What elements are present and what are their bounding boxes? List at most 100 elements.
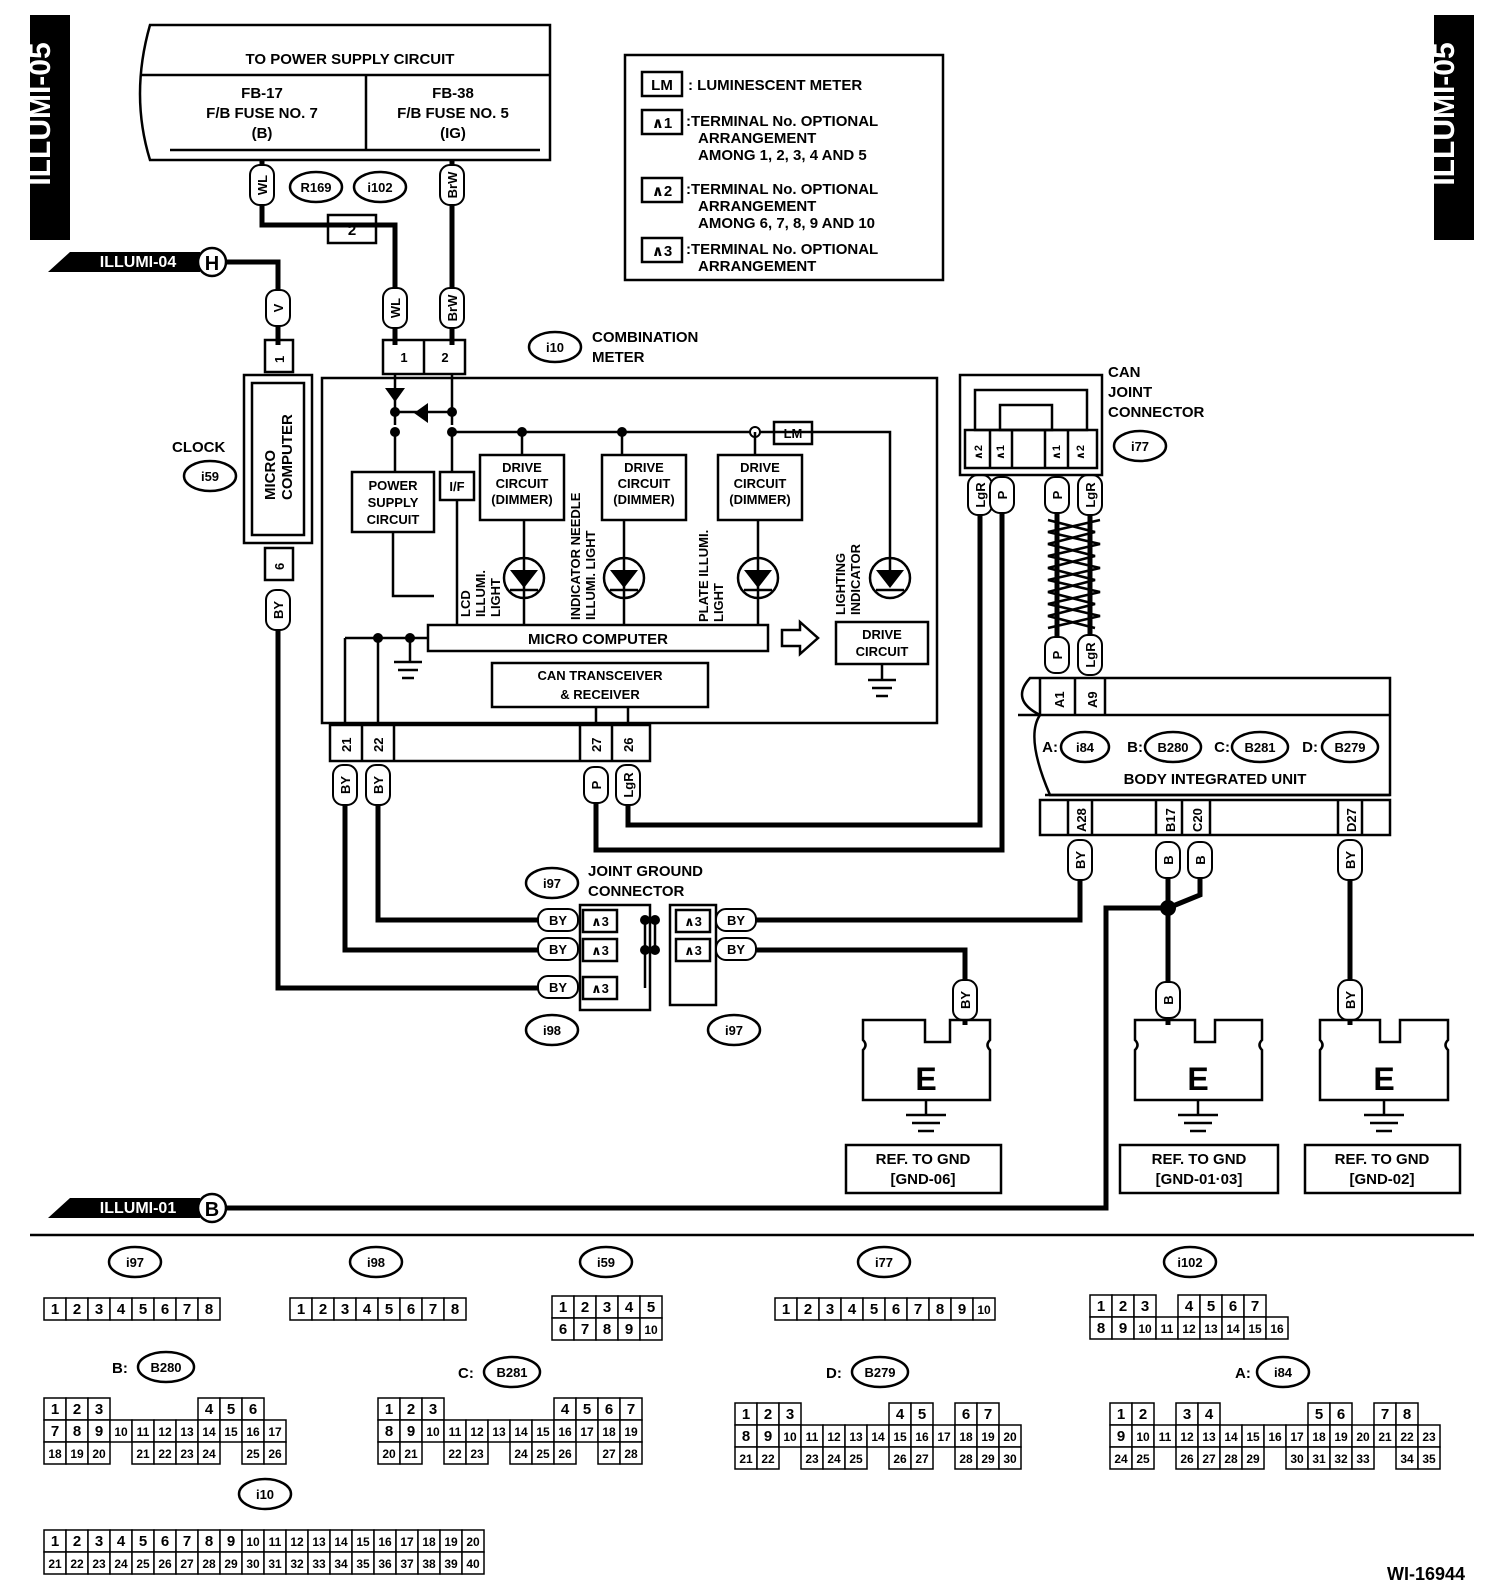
pin-cell bbox=[197, 1441, 221, 1465]
pin-number: 1 bbox=[1117, 1406, 1125, 1423]
pin-number: 29 bbox=[981, 1452, 995, 1466]
pin-number: 30 bbox=[246, 1557, 260, 1571]
pin-number: 17 bbox=[400, 1535, 414, 1549]
pin-cell bbox=[998, 1446, 1022, 1470]
pin-number: 40 bbox=[466, 1557, 480, 1571]
pin-number: 22 bbox=[70, 1557, 84, 1571]
pin-number: 21 bbox=[404, 1447, 418, 1461]
pin-number: 11 bbox=[269, 1535, 282, 1549]
svg-text:BrW: BrW bbox=[445, 171, 460, 198]
svg-text:SUPPLY: SUPPLY bbox=[368, 495, 419, 510]
svg-text:BY: BY bbox=[271, 601, 286, 619]
pin-number: 16 bbox=[246, 1425, 260, 1439]
pin-cell bbox=[1265, 1316, 1289, 1340]
pin-cell bbox=[639, 1317, 663, 1341]
svg-text:1: 1 bbox=[272, 356, 287, 363]
pin-number: 11 bbox=[137, 1425, 150, 1439]
pin-number: 2 bbox=[73, 1401, 81, 1418]
svg-text:JOINT: JOINT bbox=[1108, 384, 1152, 401]
svg-text:BY: BY bbox=[338, 776, 353, 794]
svg-text:E: E bbox=[1187, 1061, 1208, 1097]
svg-text:C:: C: bbox=[1214, 739, 1230, 756]
pin-number: 15 bbox=[536, 1425, 550, 1439]
pin-number: 8 bbox=[451, 1301, 459, 1318]
ground-terminal-2: E REF. TO GND [GND-01·03] bbox=[1118, 1018, 1280, 1195]
pin-number: 20 bbox=[382, 1447, 396, 1461]
led-icon bbox=[736, 556, 780, 600]
pin-number: 17 bbox=[937, 1430, 951, 1444]
pin-number: 6 bbox=[605, 1401, 613, 1418]
pin-number: 9 bbox=[227, 1533, 235, 1550]
biu-title: BODY INTEGRATED UNIT bbox=[1124, 771, 1307, 788]
pin-number: 25 bbox=[536, 1447, 550, 1461]
svg-text:∧1: ∧1 bbox=[995, 445, 1007, 460]
pin-number: 25 bbox=[1136, 1452, 1150, 1466]
svg-text:FB-17: FB-17 bbox=[241, 85, 283, 102]
pin-number: 1 bbox=[51, 1533, 59, 1550]
side-tab-right: ILLUMI-05 bbox=[1428, 15, 1474, 240]
svg-text:(DIMMER): (DIMMER) bbox=[491, 492, 552, 507]
pin-number: 24 bbox=[114, 1557, 128, 1571]
pin-number: 30 bbox=[1290, 1452, 1304, 1466]
svg-text:[GND-01·03]: [GND-01·03] bbox=[1156, 1171, 1243, 1188]
pin-number: 8 bbox=[742, 1428, 750, 1445]
pin-number: 32 bbox=[1334, 1452, 1348, 1466]
svg-text:∧2: ∧2 bbox=[652, 183, 673, 200]
pin-number: 10 bbox=[426, 1425, 440, 1439]
pin-number: 15 bbox=[893, 1430, 907, 1444]
offpage-illumi-04[interactable]: ILLUMI-04 H bbox=[48, 246, 228, 278]
pin-number: 11 bbox=[1159, 1430, 1172, 1444]
svg-text::TERMINAL No. OPTIONAL: :TERMINAL No. OPTIONAL bbox=[686, 181, 878, 198]
svg-text:D:: D: bbox=[1302, 739, 1318, 756]
pin-cell bbox=[399, 1441, 423, 1465]
svg-text:CIRCUIT: CIRCUIT bbox=[856, 644, 909, 659]
svg-text:CLOCK: CLOCK bbox=[172, 439, 225, 456]
pin-number: 14 bbox=[202, 1425, 216, 1439]
pin-number: 1 bbox=[559, 1299, 567, 1316]
svg-text:COMPUTER: COMPUTER bbox=[279, 414, 296, 500]
svg-text:MICRO COMPUTER: MICRO COMPUTER bbox=[528, 631, 668, 648]
svg-text:LgR: LgR bbox=[621, 772, 636, 798]
svg-text:B: B bbox=[205, 1199, 219, 1221]
svg-text::TERMINAL No. OPTIONAL: :TERMINAL No. OPTIONAL bbox=[686, 113, 878, 130]
pin-number: 29 bbox=[224, 1557, 238, 1571]
pin-number: 15 bbox=[1248, 1322, 1262, 1336]
bottom-connectors: i97 i98 i59 i77 i102 B: B280 C: B281 D: … bbox=[43, 1245, 1441, 1575]
svg-text:B280: B280 bbox=[1157, 740, 1188, 755]
pin-number: 4 bbox=[1205, 1406, 1214, 1423]
svg-text:ILLUMI. LIGHT: ILLUMI. LIGHT bbox=[583, 530, 598, 620]
svg-text::TERMINAL No. OPTIONAL: :TERMINAL No. OPTIONAL bbox=[686, 241, 878, 258]
pin-number: 33 bbox=[1356, 1452, 1370, 1466]
svg-text:LIGHT: LIGHT bbox=[488, 578, 503, 617]
svg-text:DRIVE: DRIVE bbox=[862, 627, 902, 642]
pin-number: 7 bbox=[183, 1301, 191, 1318]
pin-number: 7 bbox=[914, 1301, 922, 1318]
pin-number: 16 bbox=[558, 1425, 572, 1439]
pin-number: 8 bbox=[936, 1301, 944, 1318]
svg-text:A1: A1 bbox=[1052, 691, 1067, 708]
svg-text:i98: i98 bbox=[543, 1023, 561, 1038]
svg-text:(B): (B) bbox=[252, 125, 273, 142]
pin-number: 13 bbox=[492, 1425, 506, 1439]
pin-number: 24 bbox=[1114, 1452, 1128, 1466]
pin-number: 5 bbox=[647, 1299, 655, 1316]
pin-number: 27 bbox=[602, 1447, 616, 1461]
svg-text:ILLUMI-04: ILLUMI-04 bbox=[100, 254, 177, 271]
pin-number: 18 bbox=[959, 1430, 973, 1444]
pin-number: 8 bbox=[205, 1533, 213, 1550]
pin-number: 19 bbox=[444, 1535, 458, 1549]
pin-number: 31 bbox=[1312, 1452, 1326, 1466]
pin-number: 25 bbox=[849, 1452, 863, 1466]
pin-number: 9 bbox=[958, 1301, 966, 1318]
svg-text:B279: B279 bbox=[864, 1365, 895, 1380]
pin-number: 5 bbox=[583, 1401, 591, 1418]
svg-text:INDICATOR NEEDLE: INDICATOR NEEDLE bbox=[568, 492, 583, 620]
pin-number: 9 bbox=[95, 1423, 103, 1440]
pin-number: 5 bbox=[139, 1301, 147, 1318]
svg-text:JOINT GROUND: JOINT GROUND bbox=[588, 863, 703, 880]
pin-number: 20 bbox=[1003, 1430, 1017, 1444]
svg-text:REF. TO GND: REF. TO GND bbox=[1152, 1151, 1247, 1168]
offpage-illumi-01[interactable]: ILLUMI-01 B bbox=[48, 1192, 228, 1224]
svg-text:ILLUMI-05: ILLUMI-05 bbox=[24, 42, 57, 185]
svg-text:I/F: I/F bbox=[449, 479, 464, 494]
